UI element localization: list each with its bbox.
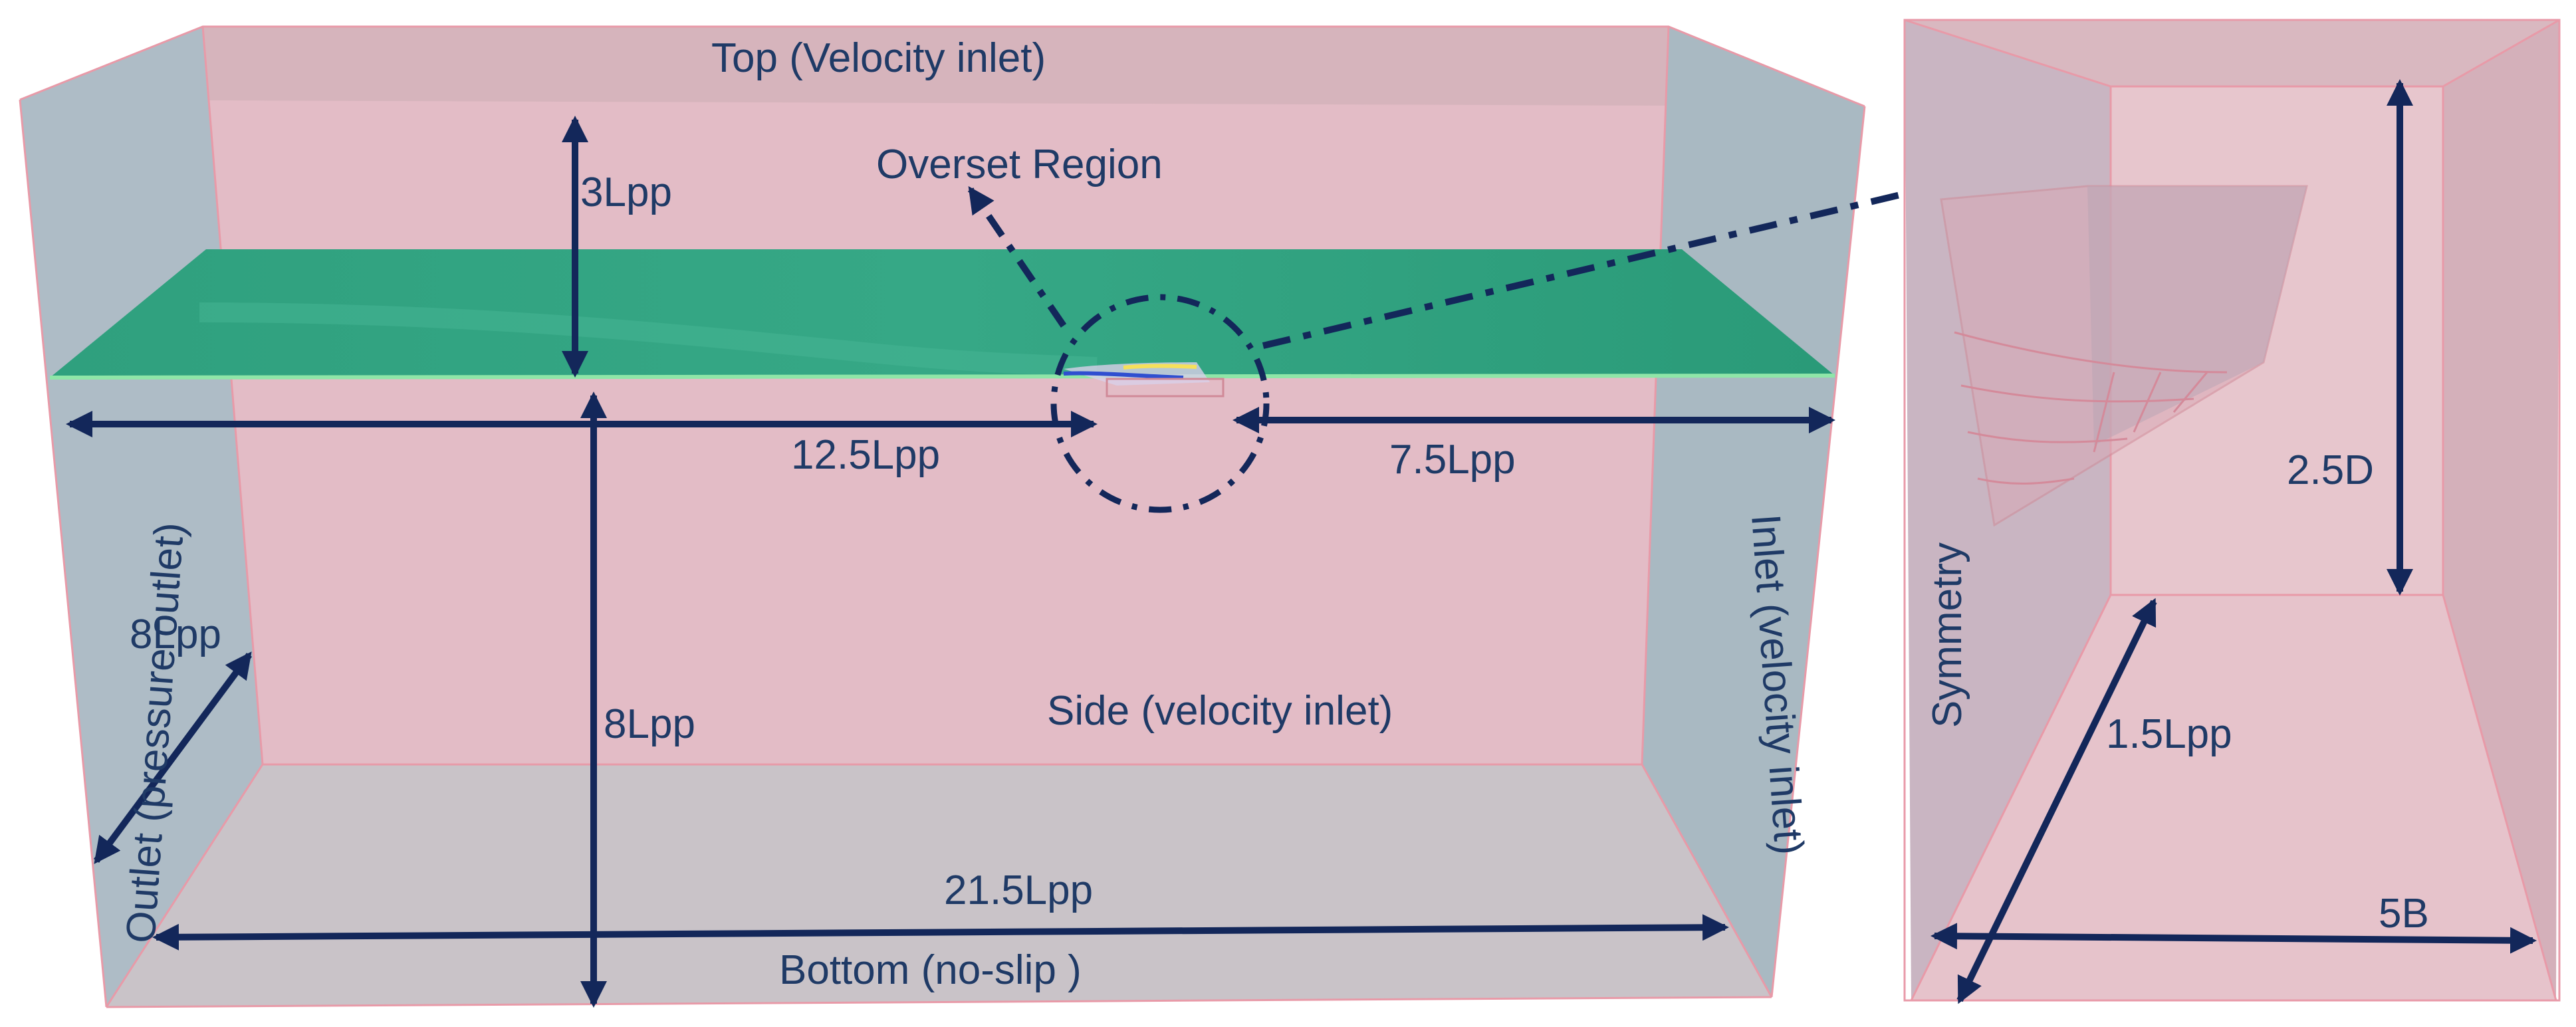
label-21-5lpp: 21.5Lpp [944, 867, 1093, 913]
arrow-zoom-leader [1262, 175, 1955, 349]
overset-region-circle [1050, 294, 1270, 513]
ship-hull-model [1940, 185, 2308, 527]
label-top: Top (Velocity inlet) [711, 35, 1046, 81]
label-1-5lpp: 1.5Lpp [2106, 711, 2232, 757]
arrow-8lpp-depth [93, 651, 253, 864]
label-12-5lpp: 12.5Lpp [791, 432, 940, 478]
arrow-21-5lpp [152, 914, 1729, 951]
back-face [203, 27, 1669, 764]
overset-zoom-box: 2.5D 1.5Lpp 5B Symmetry [1903, 19, 2561, 1004]
ship-hull-waterline [1063, 362, 1225, 398]
zoom-top-face [1905, 20, 2559, 86]
arrow-5b [1931, 923, 2537, 954]
top-face [20, 27, 1865, 106]
label-5b: 5B [2379, 891, 2429, 937]
free-surface [49, 249, 1835, 398]
zoom-right-face [2443, 20, 2559, 1000]
label-7-5lpp: 7.5Lpp [1389, 437, 1516, 483]
box-edges [19, 25, 1866, 1008]
dimension-arrows [66, 116, 1955, 1008]
label-bottom: Bottom (no-slip ) [779, 947, 1082, 993]
label-symmetry: Symmetry [1925, 542, 1970, 728]
label-8lpp-depth: 8Lpp [130, 612, 221, 657]
label-2-5d: 2.5D [2287, 447, 2374, 493]
label-overset: Overset Region [876, 142, 1163, 187]
label-3lpp: 3Lpp [580, 170, 672, 215]
label-side: Side (velocity inlet) [1047, 688, 1393, 734]
label-8lpp-vertical: 8Lpp [604, 701, 695, 747]
